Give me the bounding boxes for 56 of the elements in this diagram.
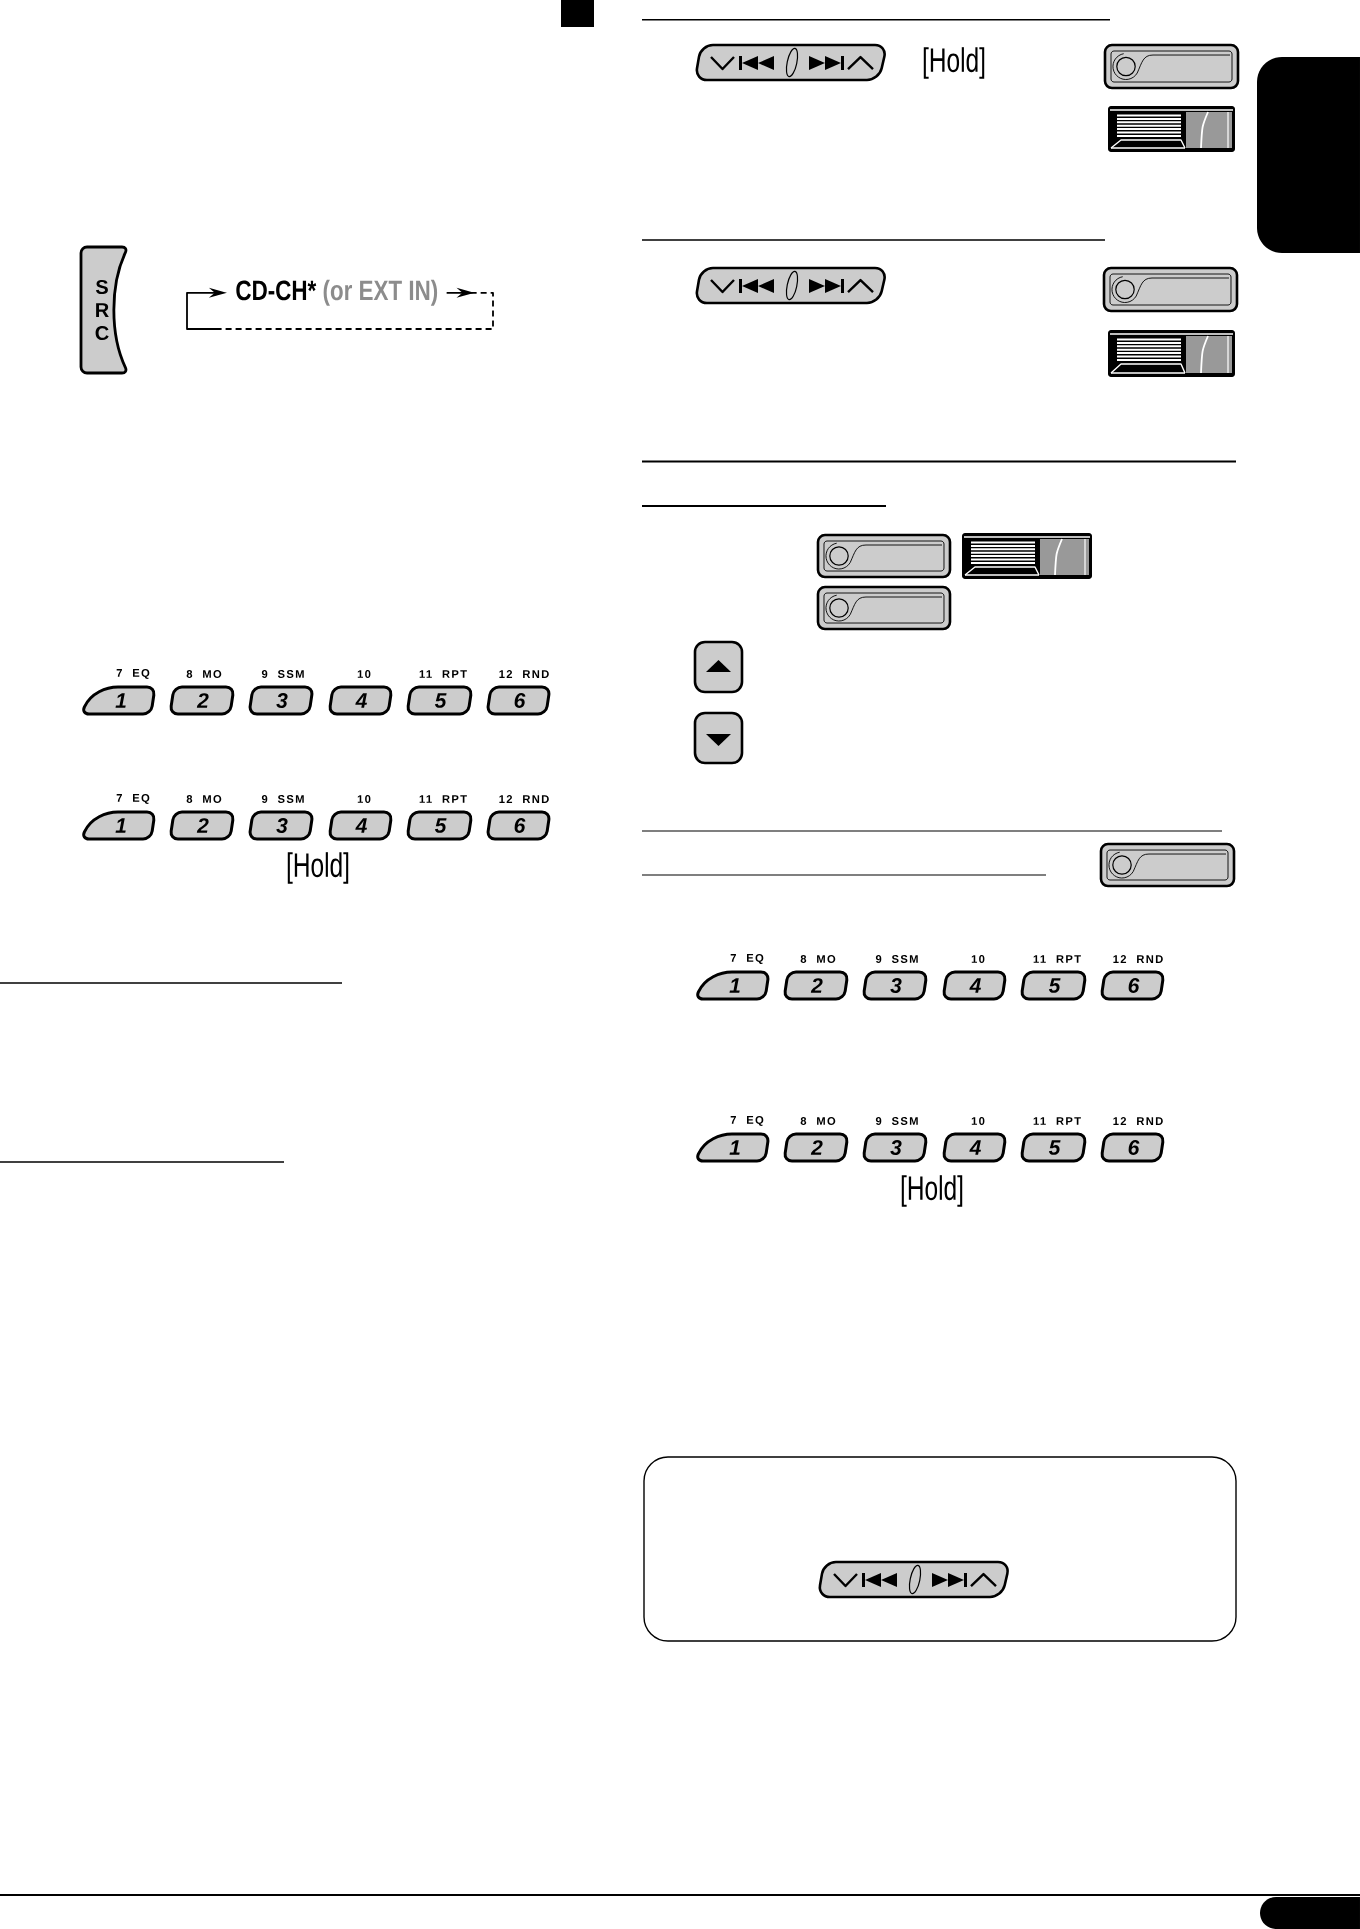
number-button: 6 [1100, 1132, 1165, 1163]
number-button: 6 [1100, 970, 1165, 1001]
button-caption: 7 EQ [116, 669, 150, 679]
button-caption: 8 MO [800, 955, 836, 963]
section-tab [1257, 57, 1360, 253]
button-caption: 8 MO [186, 795, 222, 803]
source-button: S R C [79, 245, 128, 375]
button-caption: 9 SSM [875, 955, 918, 963]
button-caption: 9 SSM [875, 1117, 918, 1125]
number-button: 4 [942, 1132, 1007, 1163]
number-button: 1 [696, 1132, 770, 1163]
button-caption: 7 EQ [730, 1116, 764, 1126]
button-caption: 10 [357, 795, 371, 803]
number-button: 4 [328, 810, 393, 841]
number-button: 5 [406, 810, 473, 841]
page-tab [1260, 1897, 1360, 1929]
number-button: 2 [783, 970, 849, 1001]
button-caption: 11 RPT [419, 670, 467, 678]
button-caption: 12 RND [1113, 955, 1163, 963]
hold-label: [Hold] [287, 852, 349, 884]
number-button: 6 [486, 810, 551, 841]
button-caption: 12 RND [499, 670, 549, 678]
loop-arrow [186, 287, 494, 330]
hold-label: [Hold] [901, 1175, 963, 1207]
button-caption: 7 EQ [730, 954, 764, 964]
number-button: 3 [248, 685, 314, 716]
number-button: 3 [862, 970, 928, 1001]
number-button: 5 [406, 685, 473, 716]
number-button: 2 [169, 810, 235, 841]
button-caption: 11 RPT [419, 795, 467, 803]
number-button: 4 [942, 970, 1007, 1001]
number-button: 2 [169, 685, 235, 716]
button-caption: 9 SSM [261, 795, 304, 803]
button-caption: 10 [971, 955, 985, 963]
number-button: 1 [82, 810, 156, 841]
source-label: CD-CH* (or EXT IN) [236, 279, 438, 306]
number-button: 6 [486, 685, 551, 716]
number-button: 3 [248, 810, 314, 841]
number-button: 1 [696, 970, 770, 1001]
number-button: 5 [1020, 1132, 1087, 1163]
button-caption: 10 [971, 1117, 985, 1125]
number-button: 4 [328, 685, 393, 716]
button-caption: 11 RPT [1033, 1117, 1081, 1125]
number-button: 2 [783, 1132, 849, 1163]
button-caption: 8 MO [186, 670, 222, 678]
button-caption: 10 [357, 670, 371, 678]
number-button: 3 [862, 1132, 928, 1163]
hold-label: [Hold] [923, 47, 985, 79]
number-button: 5 [1020, 970, 1087, 1001]
button-caption: 12 RND [1113, 1117, 1163, 1125]
button-caption: 12 RND [499, 795, 549, 803]
button-caption: 8 MO [800, 1117, 836, 1125]
button-caption: 7 EQ [116, 794, 150, 804]
button-caption: 9 SSM [261, 670, 304, 678]
number-button: 1 [82, 685, 156, 716]
button-caption: 11 RPT [1033, 955, 1081, 963]
